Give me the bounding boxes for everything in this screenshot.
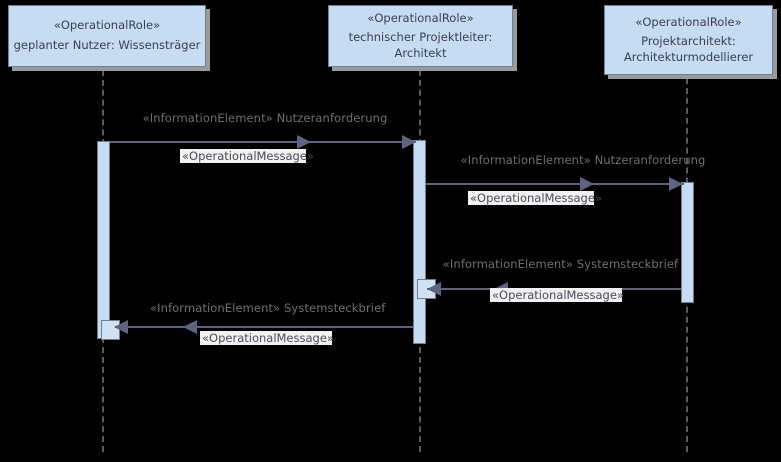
message-1-arrow-head-mid [297,135,311,149]
message-1-arrow-head-end [402,135,416,149]
message-4-arrow-head-mid [183,320,197,334]
message-4-information-element-label: «InformationElement» Systemsteckbrief [150,301,386,315]
message-1-information-element-label: «InformationElement» Nutzeranforderung [142,111,388,125]
activation-bar-role-1[interactable] [97,141,110,339]
role-stereotype: «OperationalRole» [367,10,474,25]
role-header-technischer-projektleiter[interactable]: «OperationalRole» technischer Projektlei… [328,5,513,67]
message-4-operational-message-label: «OperationalMessage» [200,331,334,345]
message-3-operational-message-label: «OperationalMessage» [490,288,624,302]
role-name: Projektarchitekt: Architekturmodellierer [623,34,754,64]
message-2-information-element-label: «InformationElement» Nutzeranforderung [460,153,706,167]
role-stereotype: «OperationalRole» [53,18,161,33]
role-header-projektarchitekt[interactable]: «OperationalRole» Projektarchitekt: Arch… [604,5,773,75]
activation-bar-role-3[interactable] [681,182,694,303]
message-4-arrow-head-end [114,320,128,334]
role-header-geplanter-nutzer[interactable]: «OperationalRole» geplanter Nutzer: Wiss… [8,5,206,67]
role-stereotype: «OperationalRole» [635,14,742,29]
message-2-line [426,183,684,185]
message-2-arrow-head-mid [580,177,594,191]
message-1-operational-message-label: «OperationalMessage» [180,149,314,163]
message-3-information-element-label: «InformationElement» Systemsteckbrief [442,257,679,271]
message-2-operational-message-label: «OperationalMessage» [468,191,602,205]
role-name: technischer Projektleiter: Architekt [348,30,493,60]
activation-bar-role-2[interactable] [413,140,426,344]
message-1-line [110,141,416,143]
role-name: geplanter Nutzer: Wissensträger [13,38,201,52]
message-4-line [115,326,413,328]
message-2-arrow-head-end [669,177,683,191]
message-3-arrow-head-end [427,282,441,296]
